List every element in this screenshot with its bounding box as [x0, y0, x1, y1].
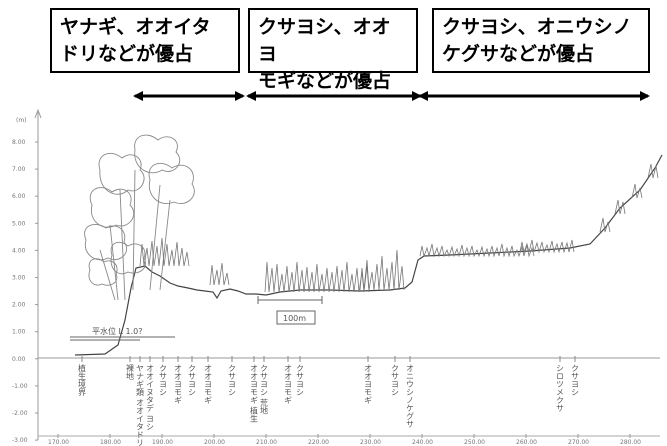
y-tick-label: 1.00 — [12, 329, 26, 336]
y-tick-label: 7.00 — [12, 166, 26, 173]
grass-sketch — [139, 163, 659, 293]
x-tick-label: 250.00 — [464, 439, 485, 446]
x-tick-label: 220.00 — [308, 439, 329, 446]
vegetation-label: オオヨモギ — [364, 364, 373, 404]
y-tick-label: 0.00 — [12, 356, 26, 363]
x-tick-label: 170.00 — [48, 439, 69, 446]
x-tick-label: 200.00 — [204, 439, 225, 446]
vegetation-labels: 植生境界裸地ヤナギ類 オオイタドリオオイヌタデ ヨシクサヨシオオヨモギクサヨシオ… — [78, 356, 580, 446]
water-level-label: 平水位 L 1.0? — [92, 326, 143, 336]
y-tick-label: -2.00 — [12, 410, 28, 417]
scale-box-label: 100m — [283, 314, 306, 323]
x-tick-label: 270.00 — [568, 439, 589, 446]
vegetation-label: オオヨモギ — [174, 364, 183, 404]
y-tick-label: 8.00 — [12, 139, 26, 146]
y-tick-label: 2.00 — [12, 302, 26, 309]
scale-box — [276, 310, 316, 325]
vegetation-label: クサヨシ — [228, 364, 237, 396]
y-tick-label: 5.00 — [12, 220, 26, 227]
y-axis-ticks: 8.00 7.00 6.00 5.00 4.00 3.00 2.00 1.00 0.00 -1.0… — [12, 139, 38, 444]
y-tick-label: 6.00 — [12, 193, 26, 200]
vegetation-label: オオヨモギ 植生 — [250, 364, 259, 423]
vegetation-label: クサヨシ — [571, 364, 580, 396]
willow-sketch — [84, 134, 195, 301]
vegetation-label: オオヨモギ — [284, 364, 293, 404]
vegetation-label: オニウシノケグサ — [406, 364, 415, 428]
vegetation-label: 植生境界 — [78, 363, 87, 397]
vegetation-label: クサヨシ — [159, 364, 168, 396]
y-axis-unit: (m) — [16, 117, 27, 124]
vegetation-label: 裸地 — [126, 363, 135, 380]
y-tick-label: -1.00 — [12, 383, 28, 390]
x-tick-label: 190.00 — [152, 439, 173, 446]
y-tick-label: -3.00 — [12, 437, 28, 444]
y-tick-label: 3.00 — [12, 275, 26, 282]
x-tick-label: 230.00 — [360, 439, 381, 446]
vegetation-label: オオヨモギ — [204, 364, 213, 404]
vegetation-label: ヤナギ類 オオイタドリ — [136, 364, 145, 446]
vegetation-label: クサヨシ — [391, 364, 400, 396]
zone-label-reed-canary: クサヨシ、オオヨ モギなどが優占 — [248, 8, 418, 92]
vegetation-label: オオイヌタデ ヨシ — [146, 364, 155, 431]
x-tick-label: 260.00 — [516, 439, 537, 446]
vegetation-label: クサヨシ — [296, 364, 305, 396]
x-tick-label: 210.00 — [256, 439, 277, 446]
y-tick-label: 4.00 — [12, 247, 26, 254]
zone-label-willow: ヤナギ、オオイタ ドリなどが優占 — [50, 8, 240, 73]
x-tick-label: 240.00 — [412, 439, 433, 446]
x-tick-label: 280.00 — [620, 439, 641, 446]
y-axis-arrow — [34, 108, 42, 119]
vegetation-label: シロツメクサ — [556, 364, 565, 412]
x-axis-ticks: 170.00 180.00 190.00 200.00 210.00 220.00 230.… — [48, 434, 641, 446]
zone-label-fescue: クサヨシ、オニウシノ ケグサなどが優占 — [432, 8, 650, 73]
vegetation-label: クサヨシ 荒地 — [260, 364, 269, 415]
x-tick-label: 180.00 — [100, 439, 121, 446]
vegetation-label: クサヨシ — [188, 364, 197, 396]
